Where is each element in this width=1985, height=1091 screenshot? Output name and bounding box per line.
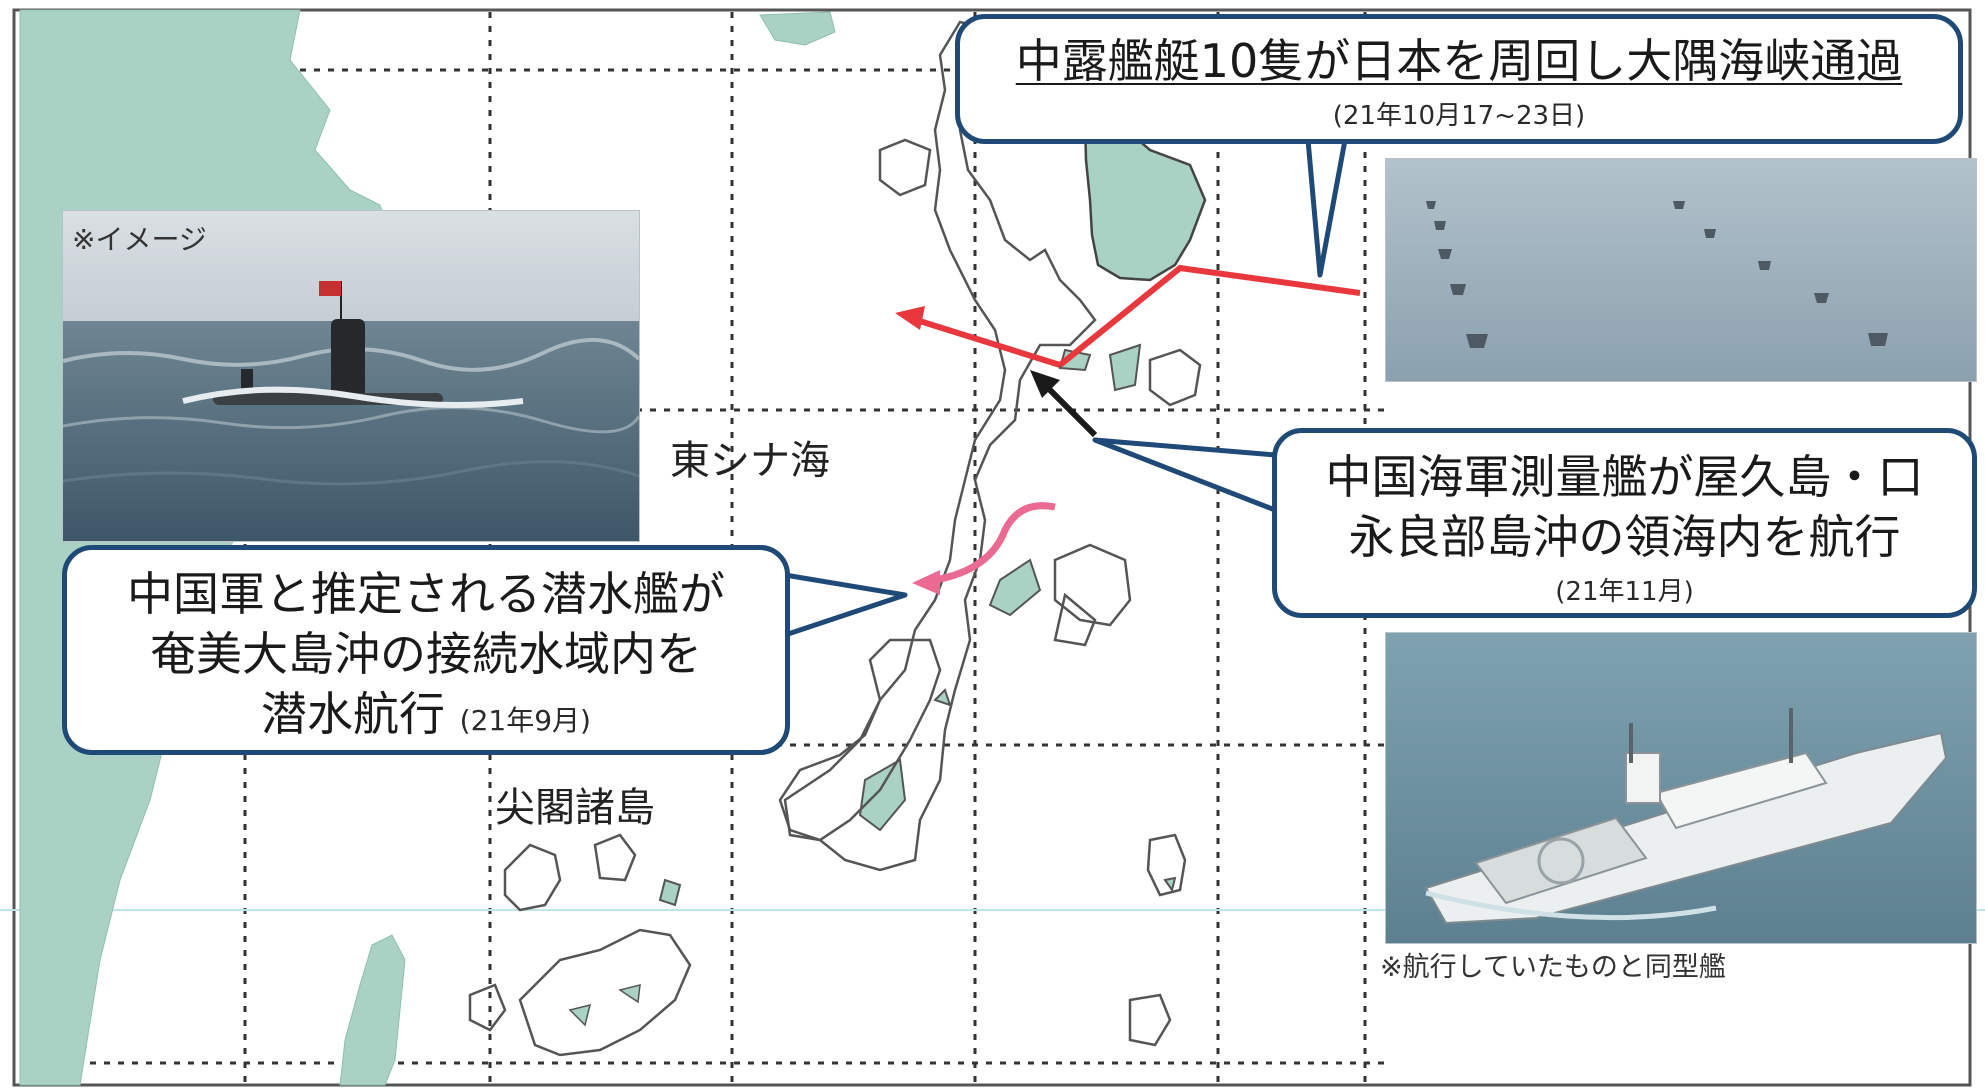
- submarine-sail: [331, 319, 365, 401]
- callout-ships-title: 中露艦艇10隻が日本を周回し大隅海峡通過: [1015, 34, 1903, 88]
- callout-submarine-line1: 中国軍と推定される潜水艦が: [127, 567, 725, 621]
- submarine-photo-caption: ※イメージ: [72, 223, 207, 256]
- survey-ship-photo: [1385, 632, 1977, 944]
- callout-submarine-line3: 潜水航行: [261, 687, 446, 741]
- callout-submarine-date: (21年9月): [459, 704, 591, 737]
- yaeyama-islands: [468, 833, 1187, 1057]
- flag: [319, 281, 341, 296]
- shelf-outlines: [778, 20, 1202, 872]
- fleet-photo: [1385, 158, 1977, 382]
- korea-tip: [759, 11, 836, 46]
- callout-survey-ship: 中国海軍測量艦が屋久島・口 永良部島沖の領海内を航行 (21年11月): [1272, 428, 1977, 618]
- pointer-ships: [1305, 137, 1348, 278]
- okinawa-outline: [783, 638, 942, 842]
- pointer-submarine: [782, 572, 908, 638]
- callout-survey-line1: 中国海軍測量艦が屋久島・口: [1325, 450, 1924, 504]
- route-submarine: [912, 502, 1056, 595]
- fleet-ships: [1426, 201, 1888, 348]
- callout-ships-date: (21年10月17~23日): [1332, 101, 1586, 131]
- callout-submarine-line2: 奄美大島沖の接続水域内を: [150, 627, 702, 681]
- route-circumnavigation: [909, 264, 1361, 368]
- callout-submarine: 中国軍と推定される潜水艦が 奄美大島沖の接続水域内を 潜水航行 (21年9月): [62, 545, 790, 755]
- taiwan: [339, 934, 406, 1086]
- callout-survey-date: (21年11月): [1555, 577, 1694, 607]
- route-circumnavigation-arrowhead: [895, 306, 925, 330]
- survey-ship-photo-caption: ※航行していたものと同型艦: [1380, 952, 1726, 983]
- route-survey-ship: [1030, 370, 1098, 438]
- callout-ships-circumnavigation: 中露艦艇10隻が日本を周回し大隅海峡通過 (21年10月17~23日): [955, 14, 1963, 144]
- callout-survey-line2: 永良部島沖の領海内を航行: [1348, 510, 1901, 564]
- sea-label-east-china-sea: 東シナ海: [670, 438, 830, 484]
- pointer-survey: [1092, 437, 1278, 513]
- submarine-photo: [62, 210, 640, 542]
- island-label-senkaku: 尖閣諸島: [495, 785, 655, 831]
- yaeyama-green: [568, 984, 641, 1027]
- kyushu: [1083, 118, 1207, 282]
